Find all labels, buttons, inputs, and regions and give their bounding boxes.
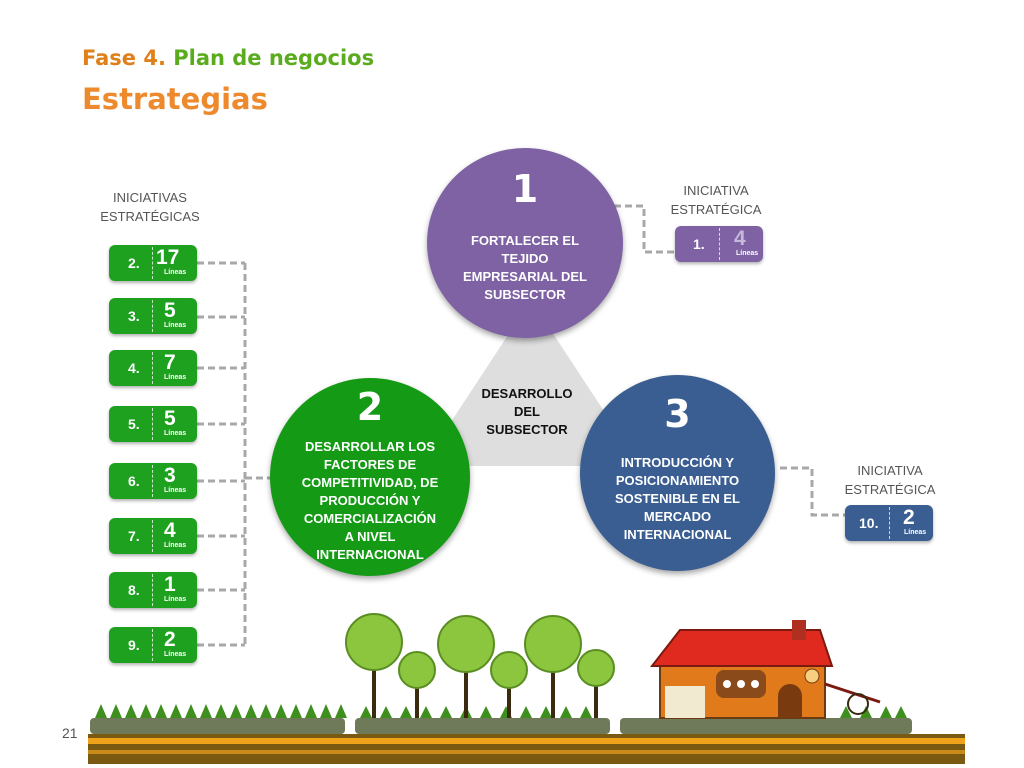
label-top-initiative: INICIATIVA ESTRATÉGICA <box>670 183 762 217</box>
page-title: Estrategias <box>82 82 268 116</box>
strategy-number: 1 <box>511 167 539 211</box>
phase-name: Plan de negocios <box>173 46 375 70</box>
strategy-number: 2 <box>356 385 384 429</box>
strategy-number: 3 <box>664 392 691 436</box>
label-right-initiative: INICIATIVA ESTRATÉGICA <box>844 463 936 497</box>
page-number: 21 <box>62 725 78 741</box>
farm-illustration <box>88 613 965 764</box>
center-label: DESARROLLO DEL SUBSECTOR <box>481 386 573 437</box>
label-left-initiatives: INICIATIVAS ESTRATÉGICAS <box>100 190 200 224</box>
phase-heading: Fase 4. Plan de negocios <box>82 46 374 70</box>
phase-prefix: Fase 4. <box>82 46 166 70</box>
